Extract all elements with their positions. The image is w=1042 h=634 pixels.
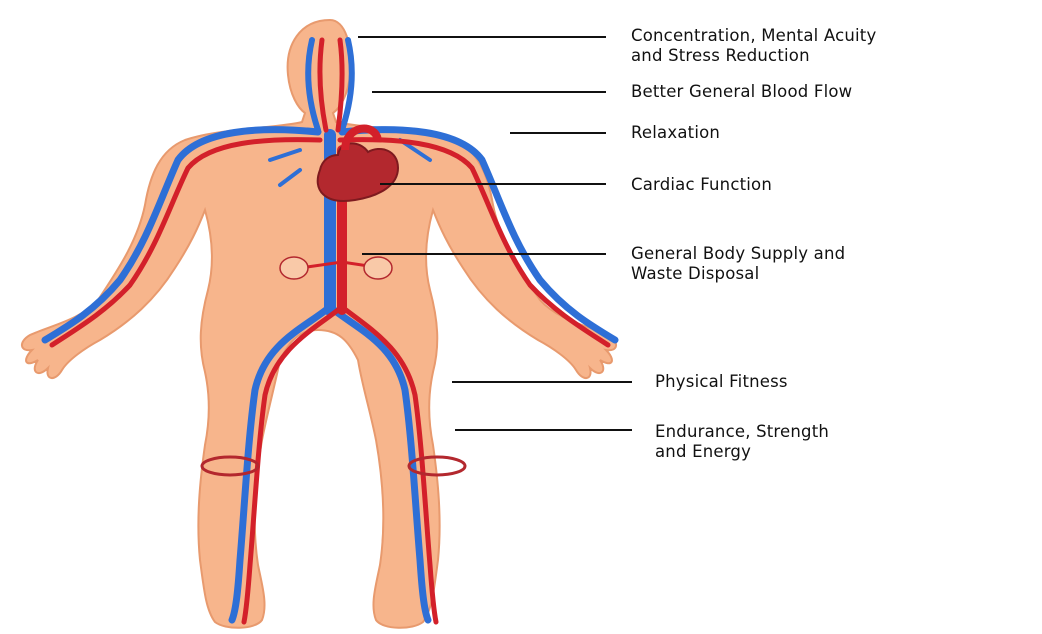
label-endurance-line-1: Endurance, Strength [655,422,829,442]
label-supply-line-1: General Body Supply and [631,244,845,264]
label-supply: General Body Supply and Waste Disposal [631,244,845,284]
label-concentration-line-2: and Stress Reduction [631,46,876,66]
label-concentration: Concentration, Mental Acuity and Stress … [631,26,876,66]
label-cardiac-line-1: Cardiac Function [631,175,772,195]
kidney-left [280,257,308,279]
label-fitness: Physical Fitness [655,372,788,392]
label-cardiac: Cardiac Function [631,175,772,195]
label-fitness-line-1: Physical Fitness [655,372,788,392]
kidney-right [364,257,392,279]
label-endurance: Endurance, Strength and Energy [655,422,829,462]
label-concentration-line-1: Concentration, Mental Acuity [631,26,876,46]
label-relaxation-line-1: Relaxation [631,123,720,143]
label-relaxation: Relaxation [631,123,720,143]
label-endurance-line-2: and Energy [655,442,829,462]
label-blood-flow-line-1: Better General Blood Flow [631,82,852,102]
label-blood-flow: Better General Blood Flow [631,82,852,102]
label-supply-line-2: Waste Disposal [631,264,845,284]
